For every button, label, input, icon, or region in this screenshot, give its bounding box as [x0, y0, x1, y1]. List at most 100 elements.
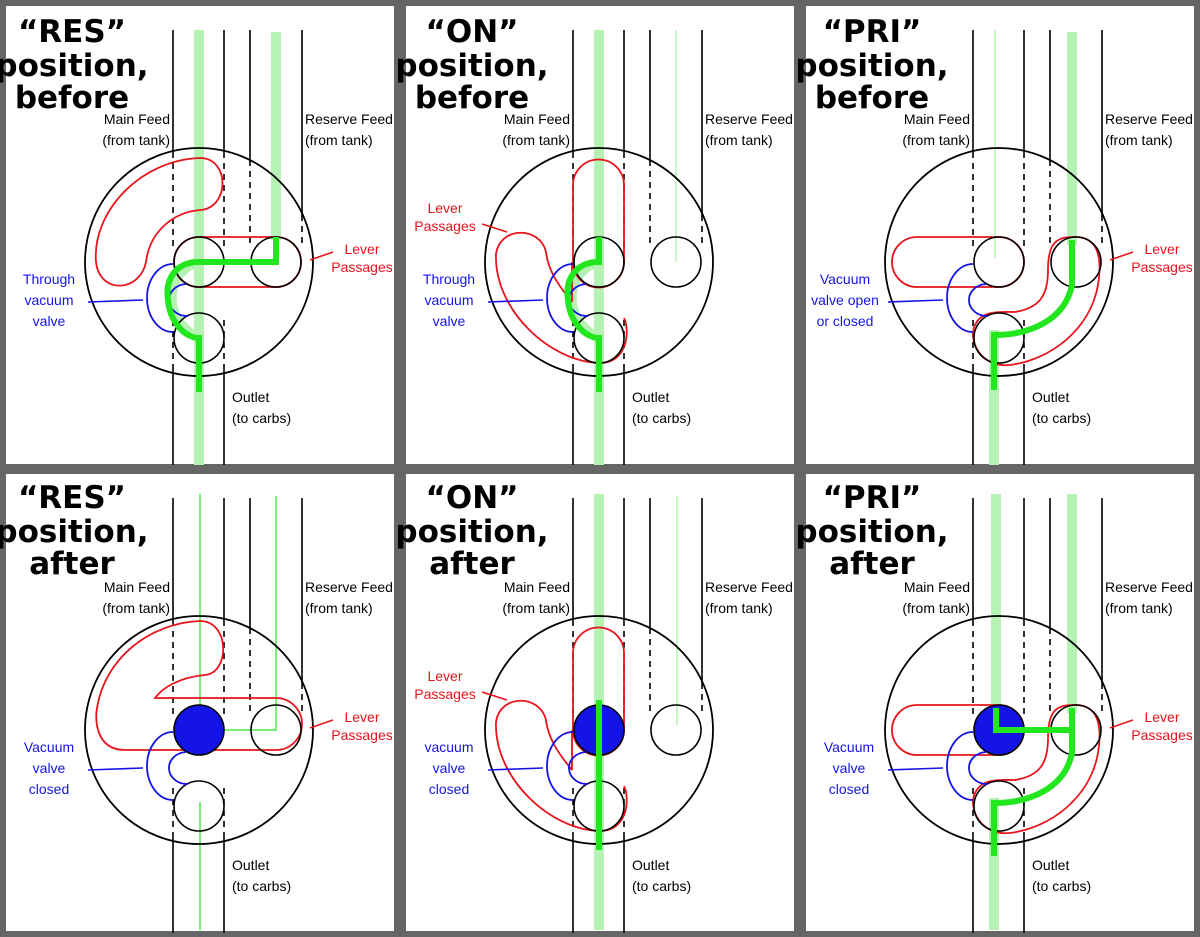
fuel-flow-active: [164, 237, 279, 392]
reserve-feed-label: Reserve Feed: [705, 111, 793, 127]
pipes: [172, 30, 303, 465]
lever-sublabel: Passages: [331, 727, 392, 743]
reserve-feed-sublabel: (from tank): [705, 600, 773, 616]
fuel-flow-active: [564, 237, 602, 392]
active-flow: [991, 708, 1075, 856]
valve-body: [84, 615, 314, 845]
title-line: position,: [0, 48, 149, 84]
vacuum-label: Vacuum: [24, 739, 74, 755]
lever-label-line: [1109, 251, 1134, 261]
vacuum-valve-outer: [146, 731, 174, 801]
vacuum-label-3: closed: [429, 781, 469, 797]
main-feed-sublabel: (from tank): [502, 132, 570, 148]
lever-passage: [95, 157, 224, 287]
reserve-feed-label: Reserve Feed: [305, 579, 393, 595]
vacuum-label-2: valve open: [811, 292, 879, 308]
pipes: [972, 498, 1103, 933]
lever-label: Lever: [344, 241, 379, 257]
vacuum-label-2: valve: [833, 760, 866, 776]
lever-label: Lever: [1144, 241, 1179, 257]
outlet-sublabel: (to carbs): [232, 410, 291, 426]
vacuum-valve-outer: [946, 263, 974, 333]
title-timing: before: [15, 80, 129, 116]
vacuum-label-3: valve: [433, 313, 466, 329]
vacuum-label-line: [487, 299, 544, 303]
reserve-port: [250, 704, 302, 756]
title-timing: after: [829, 546, 915, 582]
main-feed-label: Main Feed: [504, 579, 570, 595]
main-feed-sublabel: (from tank): [502, 600, 570, 616]
reserve-port: [650, 704, 702, 756]
reserve-feed-sublabel: (from tank): [1105, 600, 1173, 616]
main-feed-label: Main Feed: [904, 579, 970, 595]
title-position: “ON”: [425, 480, 518, 516]
title-timing: after: [429, 546, 515, 582]
vacuum-label-2: vacuum: [424, 292, 473, 308]
title-timing: after: [29, 546, 115, 582]
outlet-sublabel: (to carbs): [1032, 410, 1091, 426]
vacuum-label-line: [887, 299, 944, 303]
reserve-feed-sublabel: (from tank): [1105, 132, 1173, 148]
lever-sublabel: Passages: [1131, 259, 1192, 275]
title-position: “PRI”: [823, 480, 922, 516]
lever-label-line: [309, 719, 334, 729]
outlet-port: [973, 780, 1025, 832]
lever-label-line: [481, 691, 508, 701]
reserve-feed-label: Reserve Feed: [705, 579, 793, 595]
reserve-feed-sublabel: (from tank): [305, 600, 373, 616]
flow-thin: [199, 494, 277, 731]
title-timing: before: [815, 80, 929, 116]
vacuum-label: Vacuum: [824, 739, 874, 755]
active-flow: [991, 240, 1075, 390]
vacuum-label-line: [87, 299, 144, 303]
lever-passage: [495, 699, 628, 832]
vacuum-label: vacuum: [424, 739, 473, 755]
valve-body: [884, 615, 1114, 845]
vacuum-valve-outer: [546, 263, 574, 333]
lever-sublabel: Passages: [331, 259, 392, 275]
vacuum-label: Through: [23, 271, 75, 287]
panel-background: [806, 6, 1194, 464]
main-feed-label: Main Feed: [504, 111, 570, 127]
vacuum-label: Vacuum: [820, 271, 870, 287]
reserve-feed-sublabel: (from tank): [705, 132, 773, 148]
lever-passage: [972, 236, 1101, 366]
fuel-flow-active: [991, 708, 1075, 856]
lever-label: Lever: [427, 668, 462, 684]
vacuum-valve-inner: [168, 751, 189, 785]
main-feed-label: Main Feed: [104, 579, 170, 595]
outlet-sublabel: (to carbs): [632, 410, 691, 426]
lever-sublabel: Passages: [414, 686, 475, 702]
title-line: position,: [395, 48, 548, 84]
vacuum-label-2: valve: [433, 760, 466, 776]
outlet-label: Outlet: [232, 389, 269, 405]
vacuum-label-line: [887, 767, 944, 771]
title-timing: before: [415, 80, 529, 116]
title-position: “PRI”: [823, 14, 922, 50]
lever-label: Lever: [427, 200, 462, 216]
lever-label-line: [1109, 719, 1134, 729]
outlet-sublabel: (to carbs): [632, 878, 691, 894]
main-port: [973, 236, 1025, 288]
vacuum-label-3: closed: [29, 781, 69, 797]
reserve-feed-sublabel: (from tank): [305, 132, 373, 148]
lever-passage: [972, 704, 1101, 834]
outlet-label: Outlet: [632, 389, 669, 405]
vacuum-label-line: [87, 767, 144, 771]
vacuum-label-line: [487, 767, 544, 771]
main-feed-label: Main Feed: [904, 111, 970, 127]
reserve-port: [650, 236, 702, 288]
outlet-sublabel: (to carbs): [1032, 878, 1091, 894]
reserve-feed-label: Reserve Feed: [1105, 111, 1193, 127]
vacuum-valve-inner: [968, 751, 989, 785]
vacuum-label-2: vacuum: [24, 292, 73, 308]
vacuum-label-3: or closed: [817, 313, 874, 329]
outlet-label: Outlet: [632, 857, 669, 873]
lever-sublabel: Passages: [414, 218, 475, 234]
vacuum-label-3: closed: [829, 781, 869, 797]
